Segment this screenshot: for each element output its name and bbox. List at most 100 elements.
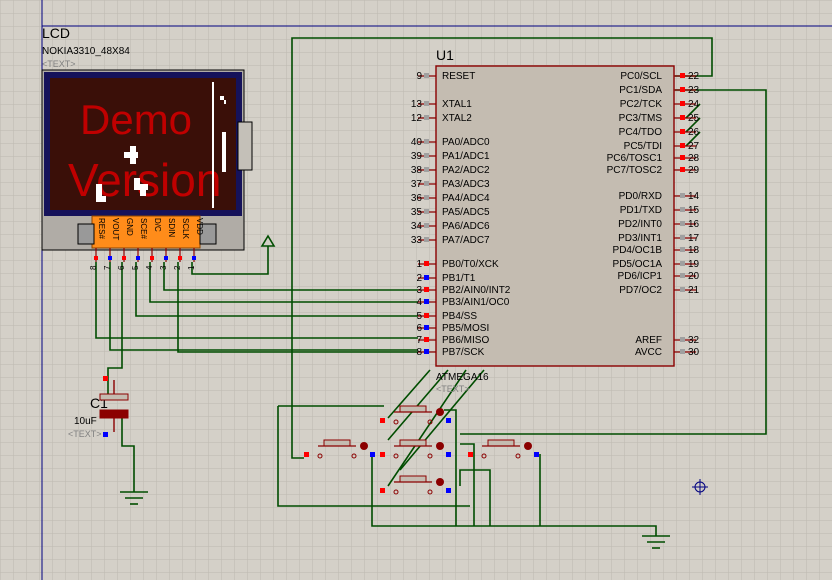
mcu-left-pin-terminal[interactable] [424,209,429,214]
mcu-right-pin-terminal[interactable] [680,207,685,212]
pushbutton-pin-b[interactable] [370,452,375,457]
mcu-left-pin-terminal[interactable] [424,261,429,266]
lcd-pin-terminal[interactable] [164,256,168,260]
mcu-left-pin-terminal[interactable] [424,139,429,144]
lcd-pin-terminal[interactable] [108,256,112,260]
mcu-right-pin-terminal[interactable] [680,129,685,134]
pushbutton-pin-a[interactable] [380,418,385,423]
lcd-pin-terminal[interactable] [136,256,140,260]
mcu-right-pin-number: 27 [688,141,700,152]
mcu-left-pin-terminal[interactable] [424,101,429,106]
mcu-part: ATMEGA16 [436,372,489,383]
mcu-right-pin-name: PD5/OC1A [613,259,663,270]
mcu-right-pin-terminal[interactable] [680,273,685,278]
mcu-left-pin-terminal[interactable] [424,337,429,342]
pushbutton-terminal-left [481,453,487,459]
mcu-left-pin-number: 6 [416,323,422,334]
mcu-right-pin-terminal[interactable] [680,247,685,252]
pushbutton-terminal-left [393,489,399,495]
pushbutton-pin-a[interactable] [380,488,385,493]
lcd-pin-terminal[interactable] [122,256,126,260]
mcu-left-pin-terminal[interactable] [424,223,429,228]
pushbutton-cap [399,439,427,447]
mcu-right-pin-terminal[interactable] [680,73,685,78]
mcu-right-pin-terminal[interactable] [680,287,685,292]
mcu-left-pin-terminal[interactable] [424,313,429,318]
lcd-pin-terminal[interactable] [192,256,196,260]
mcu-right-pin-terminal[interactable] [680,115,685,120]
pushbutton-pin-a[interactable] [468,452,473,457]
pushbutton-pin-b[interactable] [446,452,451,457]
origin-marker-icon [692,479,708,495]
pushbutton[interactable] [380,475,451,495]
lcd-pin-label: VOUT [111,218,120,240]
mcu-right-pin-number: 28 [688,153,700,164]
lcd-component[interactable]: LCD NOKIA3310_48X84 <TEXT> Demo Version … [41,25,253,270]
pushbutton-pin-a[interactable] [304,452,309,457]
mcu-left-pin-terminal[interactable] [424,299,429,304]
mcu-right-pin-terminal[interactable] [680,349,685,354]
mcu-left-pin-terminal[interactable] [424,73,429,78]
pushbutton[interactable] [304,439,375,459]
wire-sw-b [460,443,475,526]
mcu-right-pin-terminal[interactable] [680,167,685,172]
pushbutton-pin-b[interactable] [446,488,451,493]
lcd-version-text: Version [68,154,221,206]
capacitor-component[interactable]: C1 10uF <TEXT> [68,376,129,439]
pushbutton[interactable] [380,405,451,425]
pushbutton[interactable] [468,439,539,459]
mcu-right-pin-terminal[interactable] [680,337,685,342]
pushbutton-terminal-left [317,453,323,459]
mcu-right-pin-number: 17 [688,233,700,244]
lcd-pin-terminal[interactable] [150,256,154,260]
lcd-pin-label: SCLK [181,218,190,240]
lcd-pin-label: SDIN [167,218,176,237]
mcu-left-pin-terminal[interactable] [424,325,429,330]
mcu-right-pin-terminal[interactable] [680,101,685,106]
mcu-left-pin-terminal[interactable] [424,349,429,354]
pushbutton-cap [399,475,427,483]
mcu-left-pin-number: 39 [411,151,423,162]
mcu-left-pin-terminal[interactable] [424,275,429,280]
pushbutton-pin-b[interactable] [446,418,451,423]
mcu-right-pin-terminal[interactable] [680,143,685,148]
mcu-right-pin-number: 18 [688,245,700,256]
mcu-left-pin-terminal[interactable] [424,287,429,292]
mcu-left-pin-name: XTAL1 [442,99,472,110]
mcu-left-pin-terminal[interactable] [424,181,429,186]
mcu-left-pin-terminal[interactable] [424,195,429,200]
mcu-left-pin-terminal[interactable] [424,167,429,172]
mcu-left-pin-terminal[interactable] [424,237,429,242]
mcu-left-pin-number: 37 [411,179,423,190]
pushbutton-terminal-right [515,453,521,459]
wires [95,37,767,536]
pushbutton-group[interactable] [304,405,539,495]
pushbutton[interactable] [380,439,451,459]
cap-pin-bottom [103,432,108,437]
mcu-right-pin-terminal[interactable] [680,87,685,92]
lcd-pin-terminal[interactable] [178,256,182,260]
mcu-right-pin-terminal[interactable] [680,221,685,226]
mcu-right-pin-number: 25 [688,113,700,124]
mcu-right-pin-terminal[interactable] [680,155,685,160]
pushbutton-pin-a[interactable] [380,452,385,457]
mcu-right-pin-terminal[interactable] [680,193,685,198]
lcd-demo-text: Demo [80,96,192,143]
mcu-right-pin-name: PC0/SCL [620,71,662,82]
lcd-pin-terminal[interactable] [94,256,98,260]
wire-gnd [107,262,123,396]
mcu-left-pin-terminal[interactable] [424,115,429,120]
mcu-right-pin-name: PC5/TDI [624,141,662,152]
mcu-right-pin-terminal[interactable] [680,261,685,266]
mcu-left-pin-terminal[interactable] [424,153,429,158]
mcu-left-pin-name: PA6/ADC6 [442,221,490,232]
wire-sw-a [444,409,457,526]
lcd-pin-number: 6 [117,265,126,270]
lcd-connector-left-cap [77,223,95,245]
lcd-connector-right-cap [199,223,217,245]
mcu-left-pin-number: 3 [416,285,422,296]
pushbutton-pin-b[interactable] [534,452,539,457]
mcu-right-pin-terminal[interactable] [680,235,685,240]
